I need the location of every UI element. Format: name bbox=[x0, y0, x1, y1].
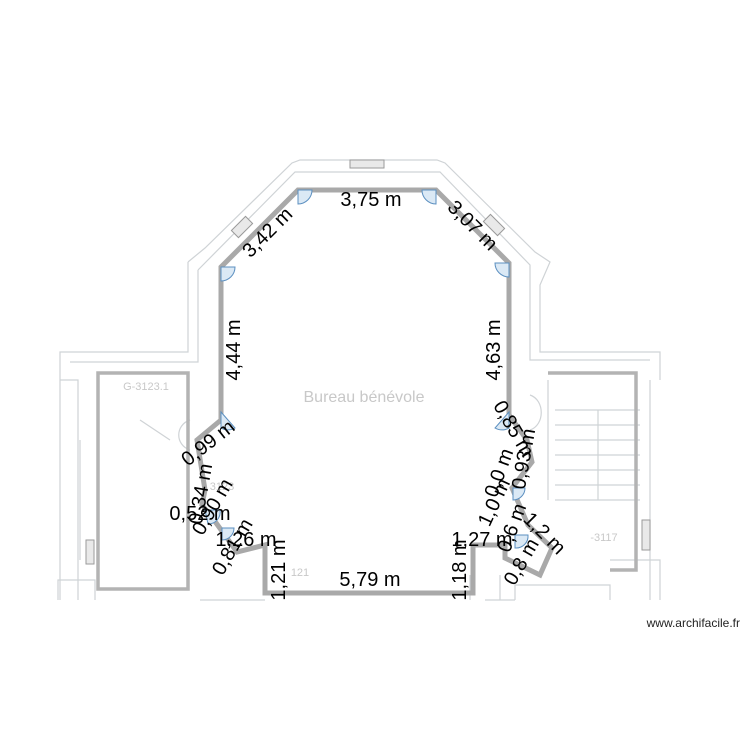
door-swings bbox=[204, 189, 529, 549]
window-left bbox=[85, 539, 95, 565]
neighbor-room-3117 bbox=[548, 371, 638, 572]
neighbor-room-label: 121 bbox=[291, 567, 309, 579]
door-arc bbox=[204, 509, 221, 525]
neighbor-room-label: 3123 bbox=[210, 481, 234, 493]
dim-left-small-4: 1,26 m bbox=[215, 529, 276, 551]
dim-top: 3,75 m bbox=[340, 189, 401, 211]
window-top bbox=[349, 159, 385, 169]
dim-left-wall: 4,44 m bbox=[223, 319, 245, 380]
dim-bottom: 5,79 m bbox=[339, 569, 400, 591]
door-arc bbox=[494, 262, 510, 278]
window-right bbox=[641, 519, 651, 551]
door-arc bbox=[494, 410, 510, 431]
door-arc bbox=[514, 534, 529, 549]
door-arc bbox=[220, 410, 236, 431]
neighbor-room-label: G-3123.1 bbox=[123, 381, 169, 393]
credit-link[interactable]: www.archifacile.fr bbox=[646, 616, 740, 630]
room-walls bbox=[194, 187, 555, 596]
neighbor-room-g3123 bbox=[96, 371, 190, 591]
dim-left-small-2: 0,52 m bbox=[169, 503, 230, 525]
door-arc bbox=[421, 189, 437, 205]
neighbor-room-label: -3117 bbox=[590, 532, 617, 544]
dim-bottom-left-vertical: 1,21 m bbox=[268, 539, 290, 600]
dim-top-left-diag: 3,42 m bbox=[238, 203, 297, 262]
dim-bottom-right-vertical: 1,18 m bbox=[449, 539, 471, 600]
room-label: Bureau bénévole bbox=[304, 389, 425, 406]
background-building bbox=[57, 159, 661, 601]
window-top-left bbox=[230, 215, 254, 239]
door-arc bbox=[221, 527, 235, 541]
door-arc bbox=[220, 266, 236, 282]
door-arc bbox=[512, 487, 526, 501]
door-arc bbox=[297, 189, 313, 205]
window-top-right bbox=[482, 213, 506, 237]
dim-right-wall: 4,63 m bbox=[483, 319, 505, 380]
dim-right-bottom-horizontal: 1,27 m bbox=[451, 529, 512, 551]
